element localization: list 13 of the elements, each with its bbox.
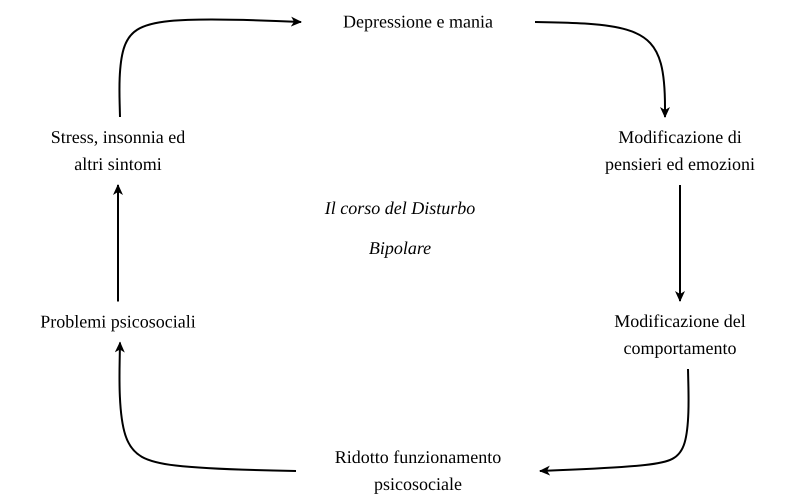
node-text: Modificazione del comportamento bbox=[613, 310, 747, 360]
arrow bbox=[114, 342, 296, 472]
arrow bbox=[113, 184, 123, 302]
arrow bbox=[534, 21, 670, 118]
diagram-title: Il corso del Disturbo Bipolare bbox=[324, 197, 476, 260]
node-text: Stress, insonnia ed altri sintomi bbox=[50, 126, 186, 176]
node-text: Depressione e mania bbox=[342, 10, 494, 34]
arrow bbox=[118, 16, 302, 118]
node-text: Problemi psicosociali bbox=[39, 310, 197, 334]
node-text: Ridotto funzionamento psicosociale bbox=[334, 446, 502, 496]
node-text: Modificazione di pensieri ed emozioni bbox=[604, 126, 756, 176]
arrow bbox=[539, 368, 690, 476]
arrow bbox=[675, 185, 685, 302]
